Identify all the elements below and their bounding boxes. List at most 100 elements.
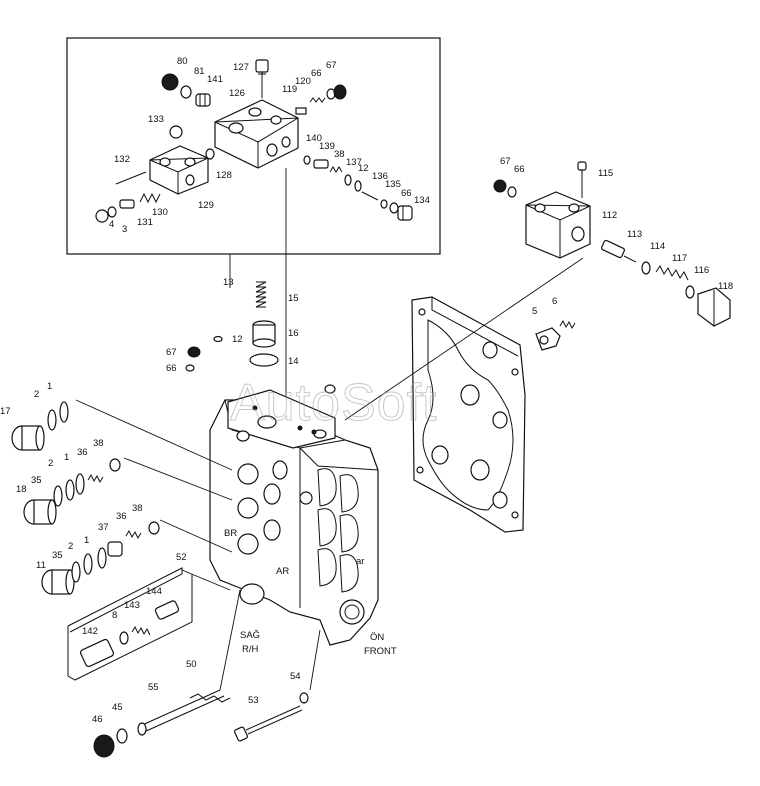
callout-11: 11 [36, 560, 46, 571]
callout-136: 136 [372, 171, 388, 182]
part-129-block [149, 145, 209, 195]
part-127-bolt [255, 59, 269, 98]
part-37-sleeve-c [107, 541, 123, 557]
part-119-pin [295, 107, 307, 115]
callout-50: 50 [186, 659, 197, 670]
part-1-ring-c [97, 547, 107, 569]
part-113-cartridge [600, 239, 637, 263]
callout-1: 1 [64, 452, 69, 463]
part-3-oring [107, 206, 117, 218]
callout-66: 66 [166, 363, 177, 374]
part-66-oring-upper-right [507, 186, 517, 198]
part-1-ring-b [75, 473, 85, 495]
callout-labels: 8081141127120666711912613314013938137121… [0, 56, 733, 725]
callout-46: 46 [92, 714, 103, 725]
callout-144: 144 [146, 586, 162, 597]
part-38-stop-b [109, 458, 121, 472]
callout-38: 38 [93, 438, 104, 449]
callout-130: 130 [152, 207, 168, 218]
callout-15: 15 [288, 293, 299, 304]
callout-66: 66 [311, 68, 322, 79]
callout-36: 36 [116, 511, 127, 522]
callout-3: 3 [122, 224, 127, 235]
part-141-fitting [195, 93, 211, 107]
part-140-ring [303, 155, 311, 165]
label-sag: SAĞ [240, 630, 260, 641]
callout-134: 134 [414, 195, 430, 206]
callout-55: 55 [148, 682, 159, 693]
part-66-oring-mid [324, 384, 336, 394]
callout-129: 129 [198, 200, 214, 211]
callout-112: 112 [602, 210, 617, 221]
callout-14: 14 [288, 356, 299, 367]
callout-118: 118 [718, 281, 733, 292]
part-6-spring [559, 319, 576, 330]
callout-16: 16 [288, 328, 299, 339]
callout-6: 6 [552, 296, 557, 307]
label-front: FRONT [364, 646, 397, 657]
part-55-spool [137, 689, 225, 736]
gasket-plate [411, 296, 526, 533]
part-36-spring-b [87, 473, 104, 484]
part-53-bolt [233, 705, 303, 742]
callout-4: 4 [109, 219, 114, 230]
callout-2: 2 [48, 458, 53, 469]
part-45-oring [116, 728, 128, 744]
label-rh: R/H [242, 644, 259, 655]
label-ar-left: AR [276, 566, 289, 577]
part-137-oring [344, 174, 352, 186]
part-120-spring [309, 97, 326, 103]
part-139-poppet [313, 159, 329, 169]
part-67-plug-right [493, 179, 507, 193]
part-133-oring [169, 125, 183, 139]
leader-group-c [159, 519, 233, 553]
part-5-fitting [535, 327, 561, 351]
callout-52: 52 [176, 552, 187, 563]
callout-81: 81 [194, 66, 205, 77]
callout-116: 116 [694, 265, 709, 276]
callout-13: 13 [223, 277, 234, 288]
callout-17: 17 [0, 406, 11, 417]
part-117-spring [655, 265, 689, 281]
part-12-oring [354, 180, 362, 192]
part-131-sleeve [119, 199, 135, 209]
part-36-spring-c [125, 529, 142, 540]
callout-114: 114 [650, 241, 665, 252]
part-132-screw [115, 171, 147, 185]
part-116-oring [685, 285, 695, 299]
part-15-spring [255, 281, 267, 308]
label-ar-right: ar [356, 556, 364, 567]
callout-140: 140 [306, 133, 322, 144]
part-50-spring [189, 693, 231, 703]
part-143-spring [131, 625, 151, 636]
callout-1: 1 [47, 381, 52, 392]
part-118-plug [697, 287, 731, 327]
callout-8: 8 [112, 610, 117, 621]
part-67-plug-left [187, 346, 201, 358]
callout-5: 5 [532, 306, 537, 317]
detail-inset-box [66, 37, 441, 255]
part-16-sleeve [252, 320, 276, 348]
callout-67: 67 [500, 156, 511, 167]
leader-112-to-gasket [344, 257, 584, 421]
callout-38: 38 [132, 503, 143, 514]
part-114-ring [641, 261, 651, 275]
watermark-text: AutoSoft [230, 374, 437, 432]
callout-37: 37 [98, 522, 109, 533]
callout-141: 141 [207, 74, 223, 85]
part-2-oring-c [83, 553, 93, 575]
callout-131: 131 [137, 217, 153, 228]
leader-group-a [75, 399, 233, 471]
label-br: BR [224, 528, 237, 539]
callout-127: 127 [233, 62, 249, 73]
part-135-ring [380, 199, 388, 209]
part-8-oring [119, 631, 129, 645]
part-81-oring [180, 85, 192, 99]
part-144-plug [154, 600, 180, 620]
part-38-stop-c [148, 521, 160, 535]
part-11-plug [41, 569, 75, 595]
part-17-plug [11, 425, 45, 451]
valve-main-body [209, 389, 379, 646]
part-80-plug [161, 73, 179, 91]
part-134-plug [397, 205, 413, 221]
